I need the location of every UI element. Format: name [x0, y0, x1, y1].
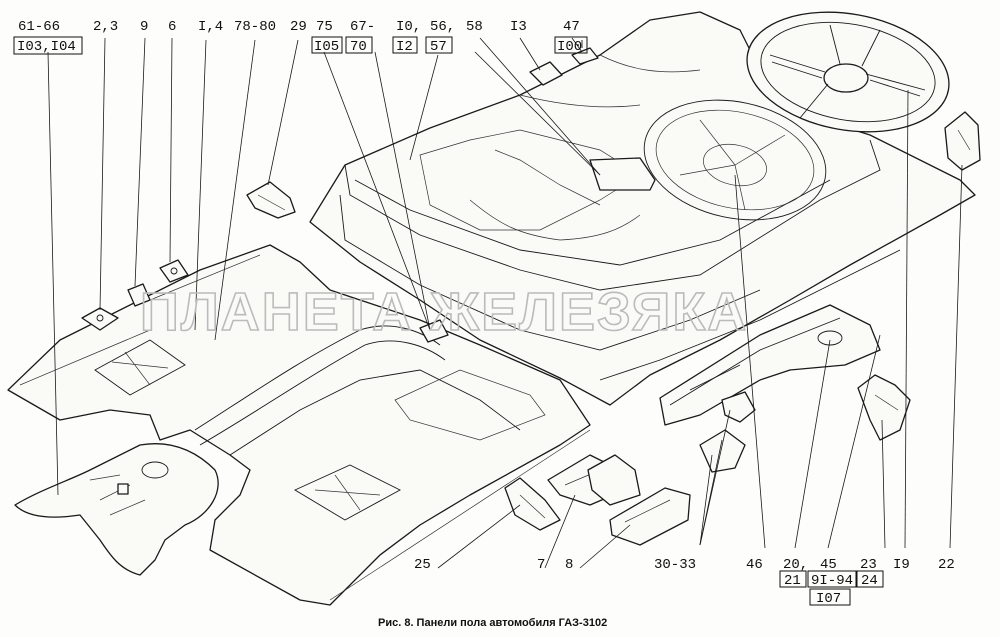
- callout-13: I3: [510, 19, 527, 35]
- callout-105: I05: [314, 39, 339, 55]
- callout-19: I9: [893, 557, 910, 573]
- callout-70: 70: [350, 39, 367, 55]
- bracket-22: [944, 111, 981, 171]
- callout-29: 29: [290, 19, 307, 35]
- small-bracket-29: [246, 181, 296, 219]
- small-bracket-6: [159, 259, 189, 283]
- bracket-25: [504, 477, 561, 531]
- callout-75: 75: [316, 19, 333, 35]
- callout-67: 67-: [350, 19, 375, 35]
- figure-caption: Рис. 8. Панели пола автомобиля ГАЗ-3102: [378, 617, 607, 629]
- callout-56: 56,: [430, 19, 455, 35]
- bracket-8: [587, 454, 691, 546]
- leader-lines: [47, 37, 963, 569]
- callout-24: 24: [861, 573, 878, 589]
- callouts-bottom: 25 7 8 30-33 46 20, 21 45 9I-94 I07 23 2…: [414, 557, 955, 607]
- callout-7: 7: [537, 557, 545, 573]
- callout-78-80: 78-80: [234, 19, 276, 35]
- callout-61-66: 61-66: [18, 19, 60, 35]
- callout-1-4: I,4: [198, 19, 223, 35]
- small-bracket-47: [571, 40, 599, 65]
- watermark: ПЛАНЕТА ЖЕЛЕЗЯКА: [140, 282, 748, 342]
- spare-wheel: [746, 11, 950, 133]
- callout-107: I07: [816, 591, 841, 607]
- rear-crossmember: [659, 304, 881, 426]
- callout-58: 58: [466, 19, 483, 35]
- rear-floor-panel: [309, 11, 976, 406]
- callout-100: I00: [557, 39, 582, 55]
- callout-21: 21: [784, 573, 801, 589]
- callout-12: I2: [396, 39, 413, 55]
- callouts-top: 61-66 I03,I04 2,3 9 6 I,4 78-80 29 75 I0…: [13, 19, 588, 55]
- callout-46: 46: [746, 557, 763, 573]
- callout-30-33: 30-33: [654, 557, 696, 573]
- callout-9: 9: [140, 19, 148, 35]
- callout-10: I0,: [396, 19, 421, 35]
- callout-20: 20,: [783, 557, 808, 573]
- callout-91-94: 9I-94: [811, 573, 853, 589]
- callout-8: 8: [565, 557, 573, 573]
- small-bracket-9: [127, 283, 151, 307]
- small-bracket-13: [529, 61, 563, 86]
- callout-47: 47: [563, 19, 580, 35]
- bracket-23-24: [857, 374, 911, 441]
- callout-2-3: 2,3: [93, 19, 118, 35]
- callout-22: 22: [938, 557, 955, 573]
- small-bracket-2-3: [81, 307, 119, 331]
- front-bracket: [14, 443, 219, 576]
- callout-103-104: I03,I04: [17, 39, 76, 55]
- callout-57: 57: [430, 39, 447, 55]
- bracket-75-105: [419, 319, 449, 343]
- callout-6: 6: [168, 19, 176, 35]
- callout-23: 23: [860, 557, 877, 573]
- callout-25: 25: [414, 557, 431, 573]
- callout-45: 45: [820, 557, 837, 573]
